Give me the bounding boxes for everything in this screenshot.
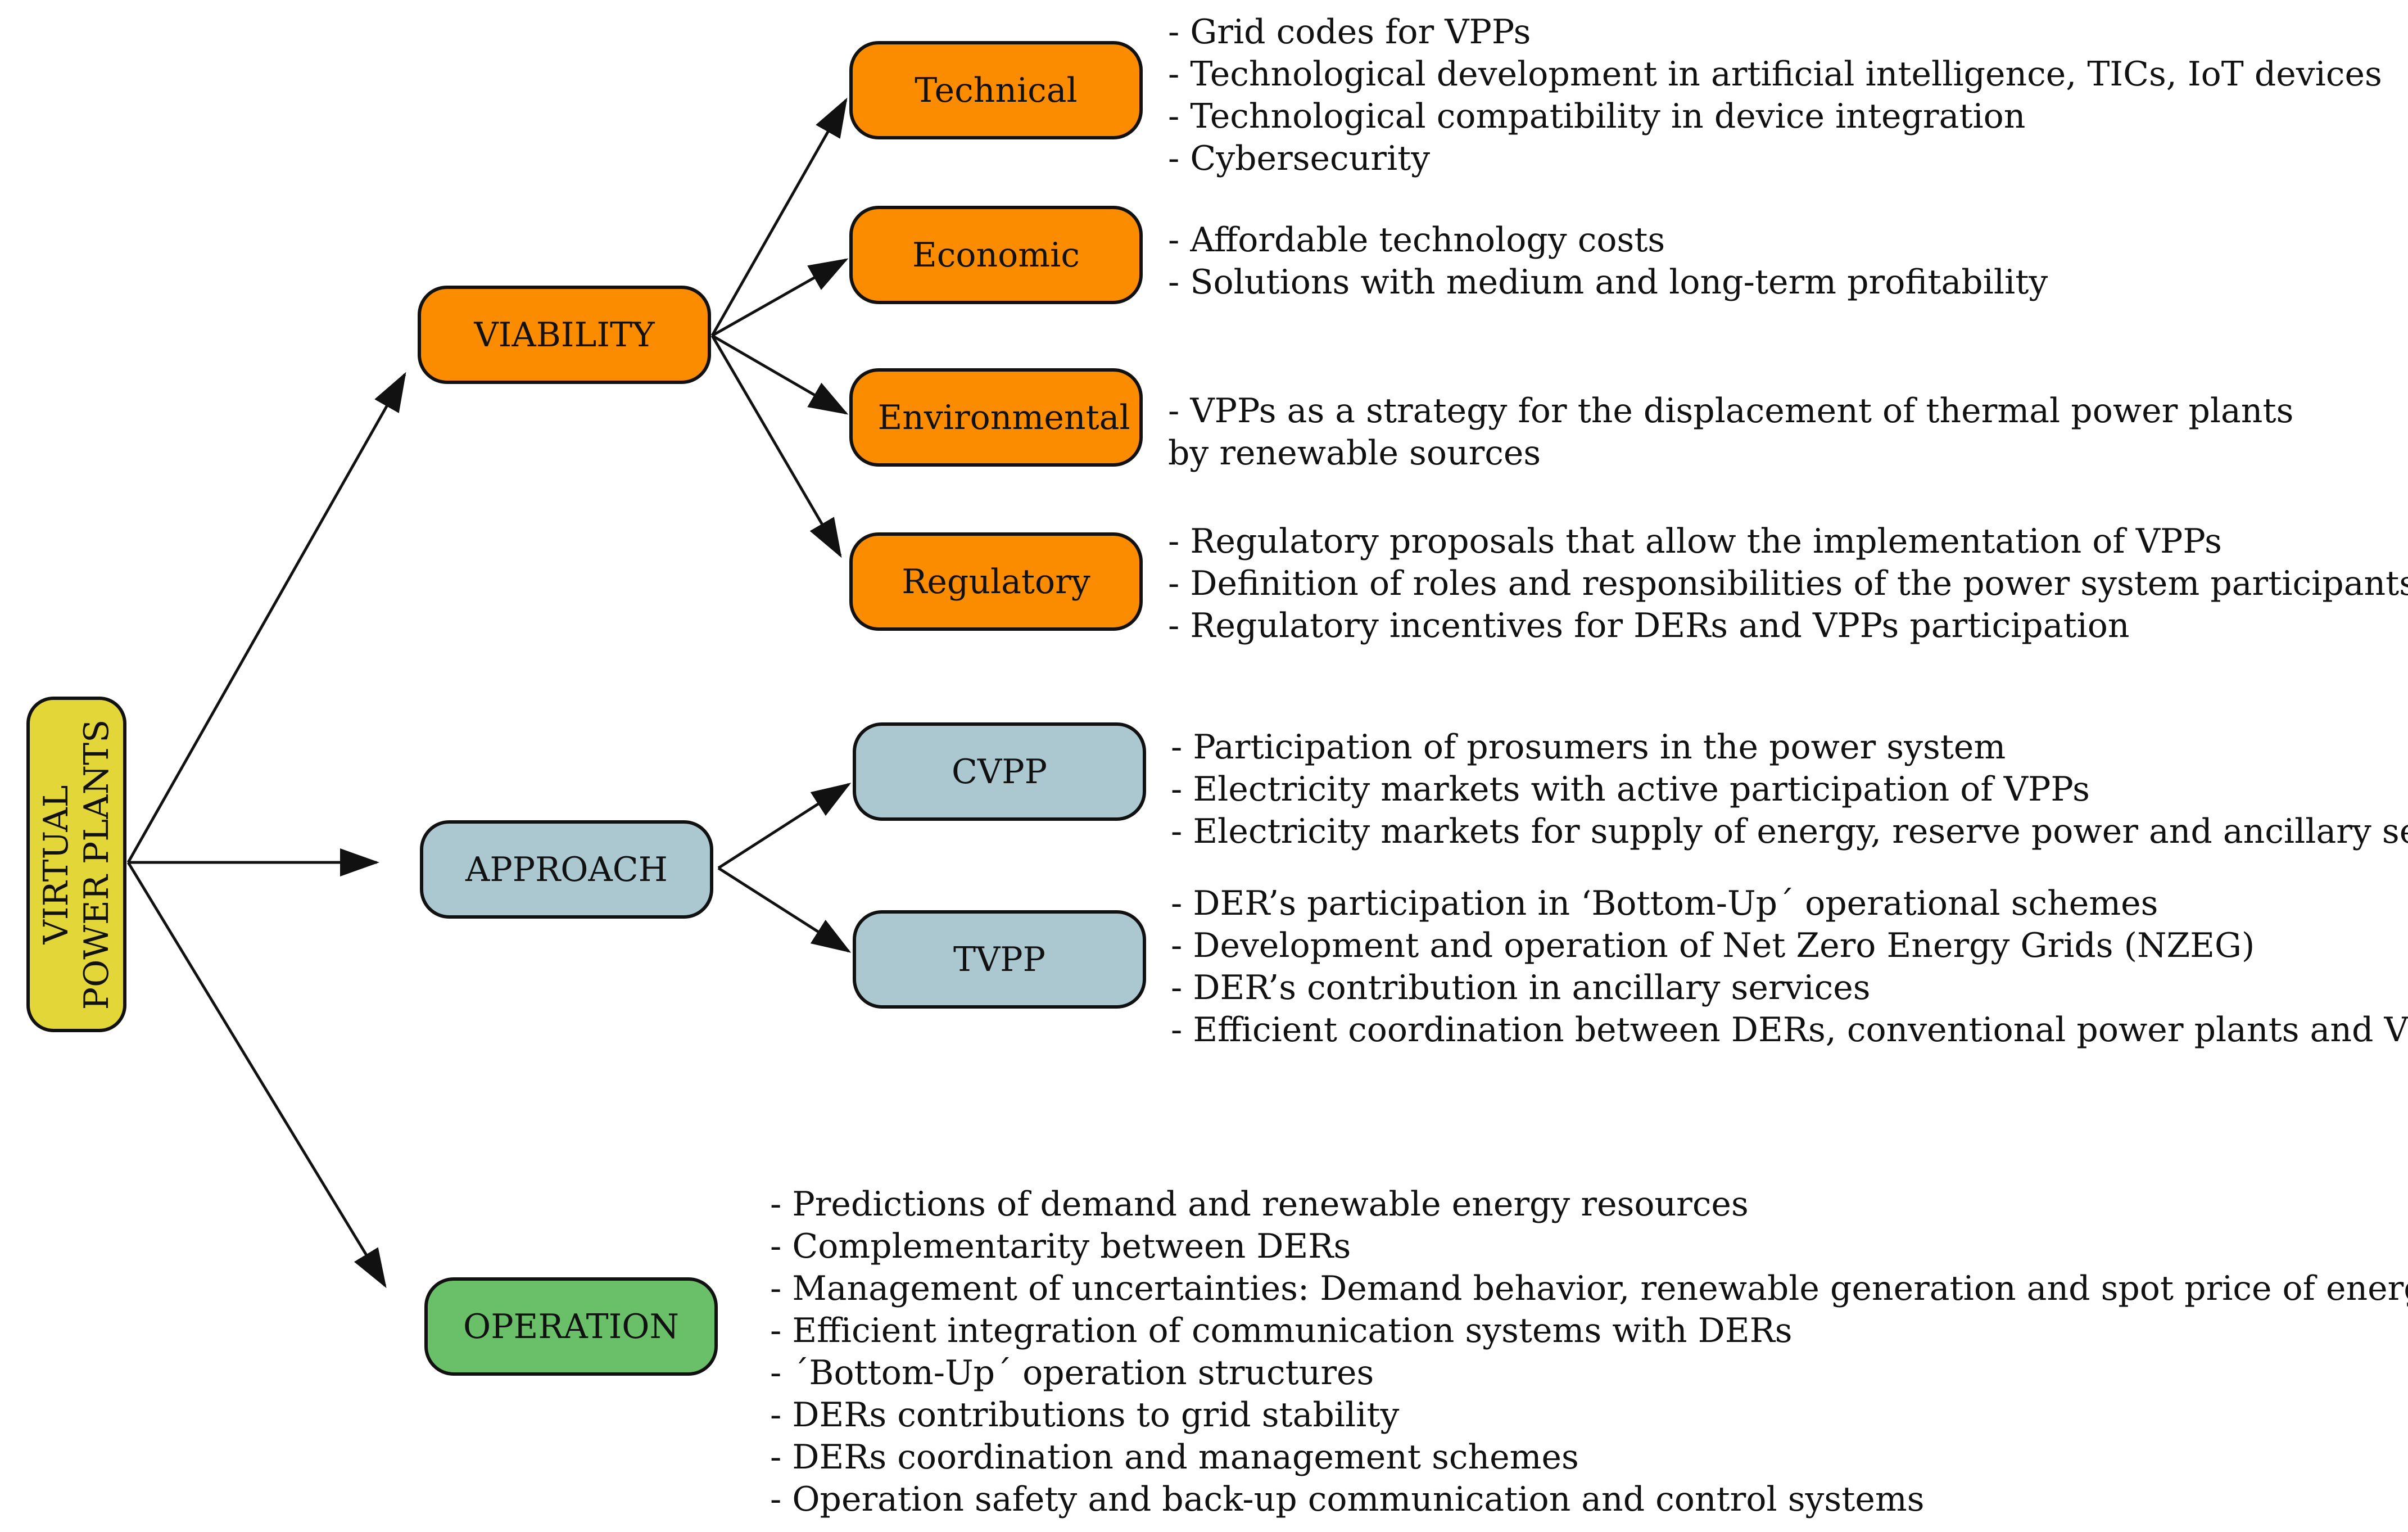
note-item: - Regulatory incentives for DERs and VPP… (1168, 606, 2130, 645)
note-item: - Solutions with medium and long-term pr… (1168, 263, 2048, 302)
note-item: - Predictions of demand and renewable en… (770, 1185, 1749, 1224)
note-item: - ´Bottom-Up´ operation structures (770, 1353, 1374, 1393)
economic-node: Economic (849, 206, 1143, 304)
arrow-viability-to-economic (711, 258, 849, 337)
note-item: - Regulatory proposals that allow the im… (1168, 522, 2222, 561)
regulatory-notes: - Regulatory proposals that allow the im… (1168, 521, 2408, 647)
environmental-node: Environmental (849, 368, 1143, 467)
economic-label: Economic (912, 235, 1080, 275)
note-item: - DER’s contribution in ancillary servic… (1171, 968, 1871, 1007)
arrow-approach-to-cvpp (717, 783, 852, 870)
tvpp-notes: - DER’s participation in ‘Bottom-Up´ ope… (1171, 883, 2408, 1051)
environmental-notes: - VPPs as a strategy for the displacemen… (1168, 390, 2293, 474)
arrow-root-to-operation (126, 861, 387, 1289)
economic-notes: - Affordable technology costs - Solution… (1168, 219, 2048, 304)
note-item: - DER’s participation in ‘Bottom-Up´ ope… (1171, 884, 2158, 923)
root-node-virtual-power-plants: VIRTUAL POWER PLANTS (26, 697, 126, 1032)
tvpp-label: TVPP (953, 939, 1046, 979)
note-item: - Development and operation of Net Zero … (1171, 926, 2255, 965)
note-item: - Electricity markets with active partic… (1171, 770, 2090, 809)
viability-label: VIABILITY (474, 315, 655, 355)
operation-notes: - Predictions of demand and renewable en… (770, 1183, 2408, 1521)
cvpp-node: CVPP (853, 722, 1146, 821)
root-label-line-1: VIRTUAL (37, 784, 76, 944)
regulatory-label: Regulatory (902, 562, 1090, 602)
note-item: - Grid codes for VPPs (1168, 12, 1531, 52)
arrow-viability-to-technical (710, 97, 848, 337)
note-item: - Definition of roles and responsibiliti… (1168, 564, 2408, 603)
note-item: - Technological development in artificia… (1168, 55, 2382, 94)
note-item: - Cybersecurity (1168, 139, 1431, 178)
technical-node: Technical (849, 41, 1143, 139)
note-item-continuation: by renewable sources (1168, 433, 1541, 473)
operation-label: OPERATION (463, 1307, 679, 1346)
note-item: - Participation of prosumers in the powe… (1171, 727, 2006, 767)
note-item: - Complementarity between DERs (770, 1227, 1351, 1266)
arrow-viability-to-environmental (711, 334, 849, 415)
operation-node: OPERATION (424, 1277, 718, 1376)
technical-notes: - Grid codes for VPPs - Technological de… (1168, 11, 2382, 180)
note-item: - DERs coordination and management schem… (770, 1438, 1579, 1477)
arrow-root-to-viability (126, 372, 406, 864)
cvpp-label: CVPP (952, 752, 1047, 792)
note-item: - Affordable technology costs (1168, 220, 1665, 260)
note-item: - Electricity markets for supply of ener… (1171, 812, 2408, 851)
arrow-approach-to-tvpp (717, 866, 852, 953)
note-item: - Efficient coordination between DERs, c… (1171, 1010, 2408, 1050)
note-item: - DERs contributions to grid stability (770, 1395, 1400, 1435)
note-item: - Efficient integration of communication… (770, 1311, 1793, 1350)
note-item: - Operation safety and back-up communica… (770, 1480, 1925, 1519)
environmental-label: Environmental (877, 397, 1130, 437)
tvpp-node: TVPP (853, 910, 1146, 1009)
approach-node: APPROACH (420, 820, 713, 919)
root-node-label: VIRTUAL POWER PLANTS (36, 719, 117, 1009)
arrow-viability-to-regulatory (710, 335, 842, 558)
note-item: - VPPs as a strategy for the displacemen… (1168, 391, 2294, 431)
technical-label: Technical (915, 70, 1078, 110)
regulatory-node: Regulatory (849, 532, 1143, 631)
note-item: - Technological compatibility in device … (1168, 97, 2026, 136)
approach-label: APPROACH (465, 849, 668, 889)
viability-node: VIABILITY (418, 286, 711, 384)
note-item: - Management of uncertainties: Demand be… (770, 1269, 2408, 1308)
cvpp-notes: - Participation of prosumers in the powe… (1171, 726, 2408, 853)
root-label-line-2: POWER PLANTS (77, 719, 117, 1010)
